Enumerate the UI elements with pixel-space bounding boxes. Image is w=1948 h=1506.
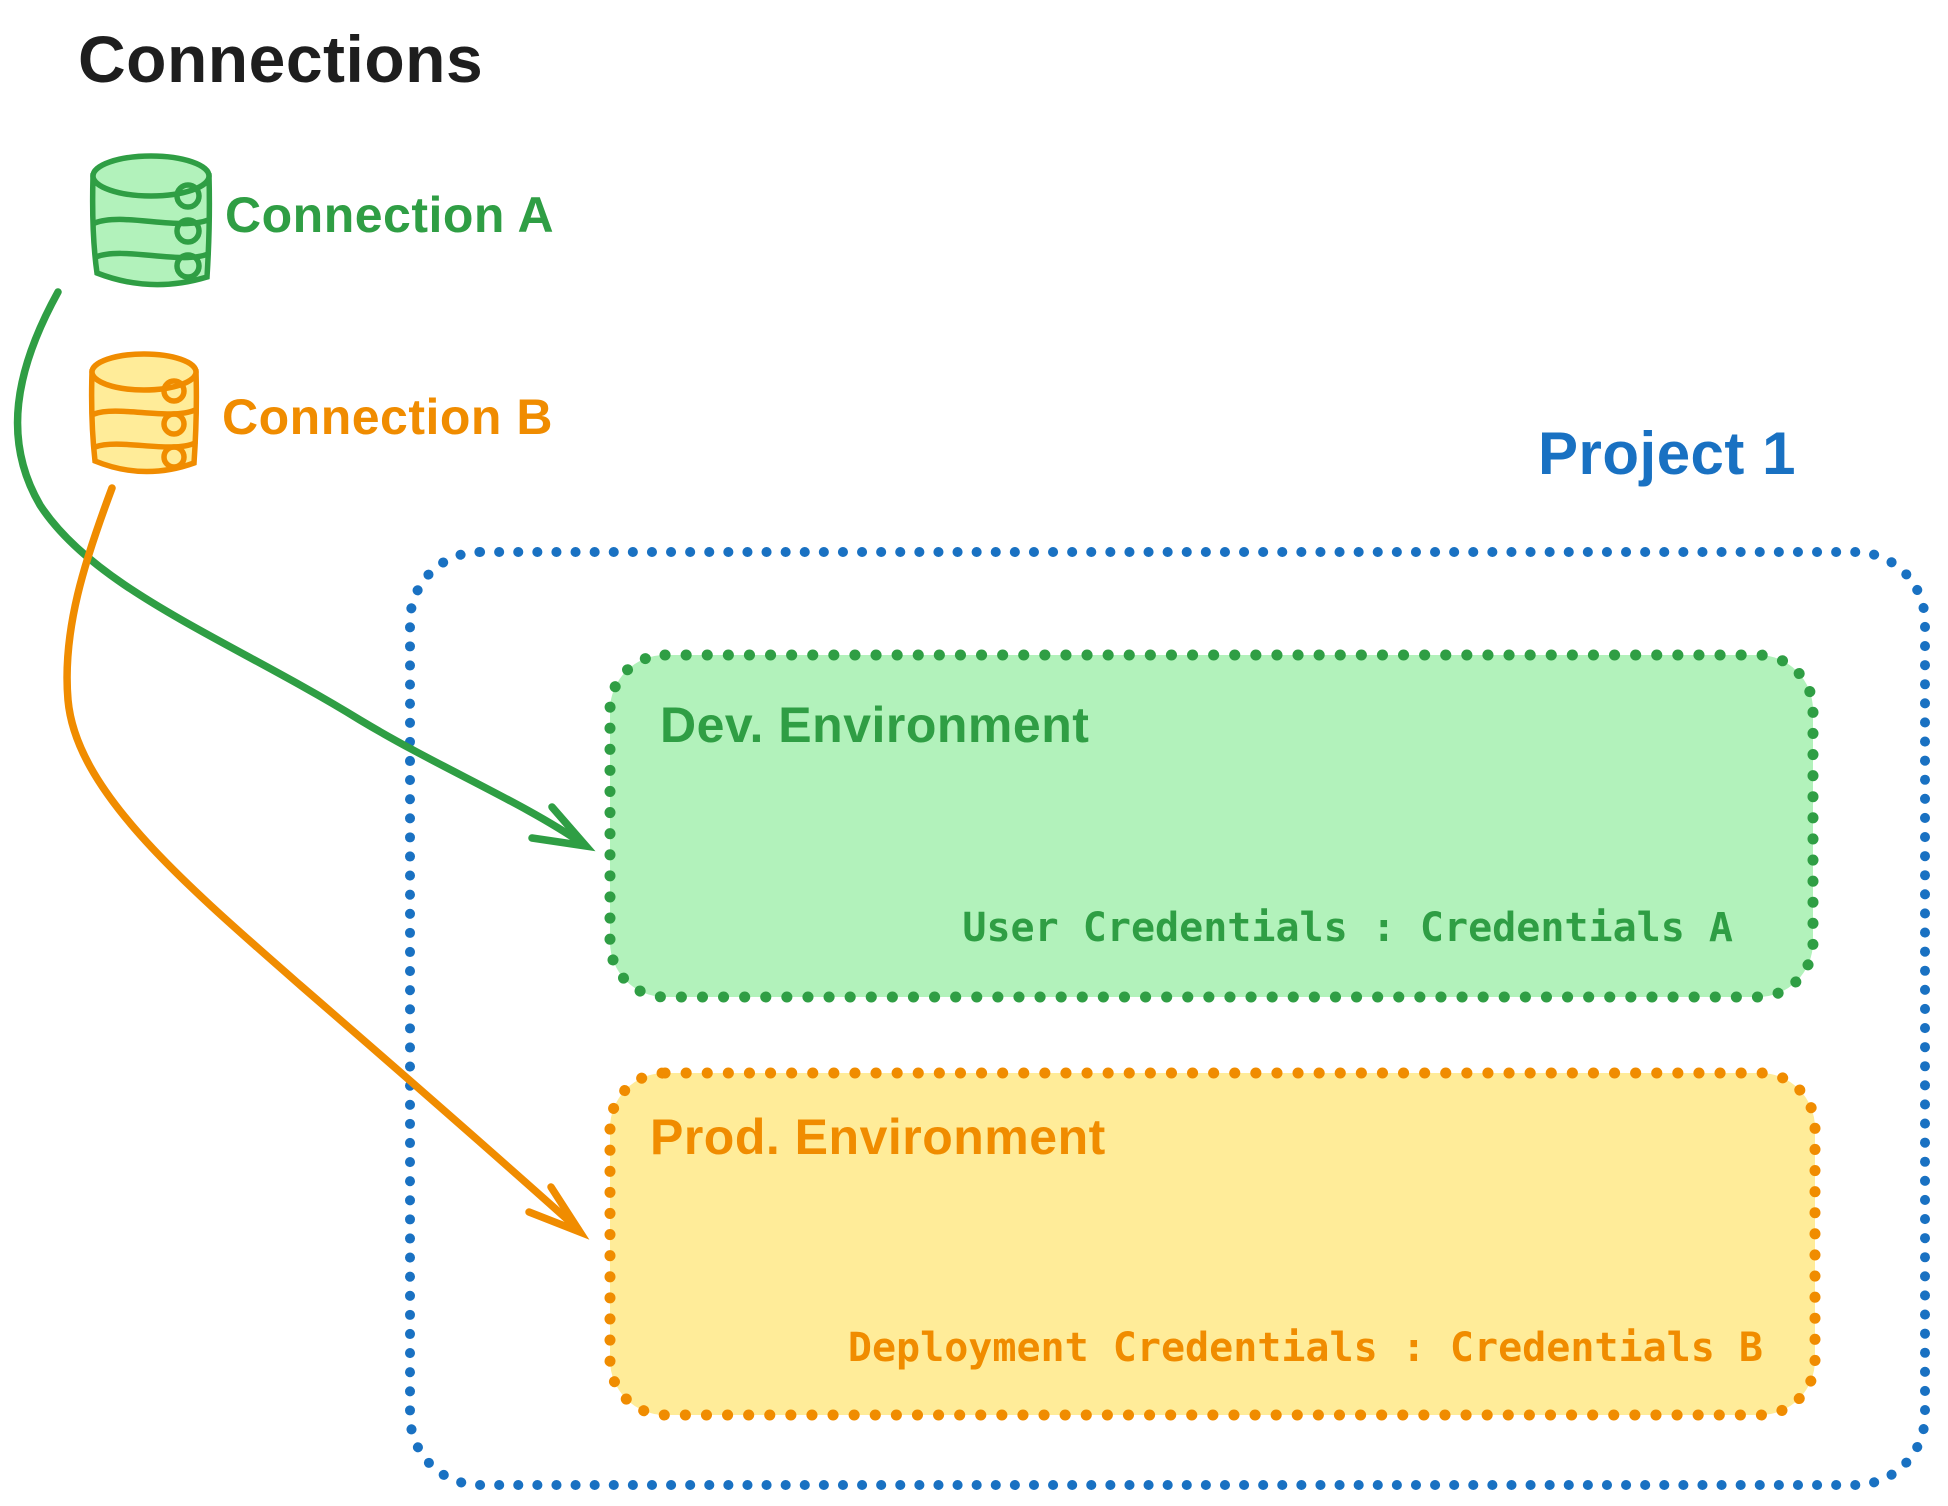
dev-environment-box <box>604 649 1819 1003</box>
connection-b-to-prod-arrow <box>63 484 590 1240</box>
database-icon <box>89 153 213 288</box>
project-1-container-box <box>405 547 1930 1490</box>
arrowhead-icon <box>528 803 596 852</box>
project-1-title: Project 1 <box>1538 420 1796 487</box>
dev-environment-title: Dev. Environment <box>660 697 1090 753</box>
prod-environment-box <box>604 1067 1821 1421</box>
database-icon <box>88 351 200 475</box>
prod-environment-credentials: Deployment Credentials : Credentials B <box>847 1325 1763 1371</box>
diagram-title: Connections <box>78 22 484 96</box>
dev-environment-credentials: User Credentials : Credentials A <box>962 905 1733 951</box>
arrowhead-icon <box>525 1183 590 1240</box>
prod-environment-title: Prod. Environment <box>650 1109 1106 1165</box>
connection-a-label: Connection A <box>225 187 555 243</box>
connection-a-to-dev-arrow <box>13 288 596 852</box>
connection-b-label: Connection B <box>222 389 553 445</box>
